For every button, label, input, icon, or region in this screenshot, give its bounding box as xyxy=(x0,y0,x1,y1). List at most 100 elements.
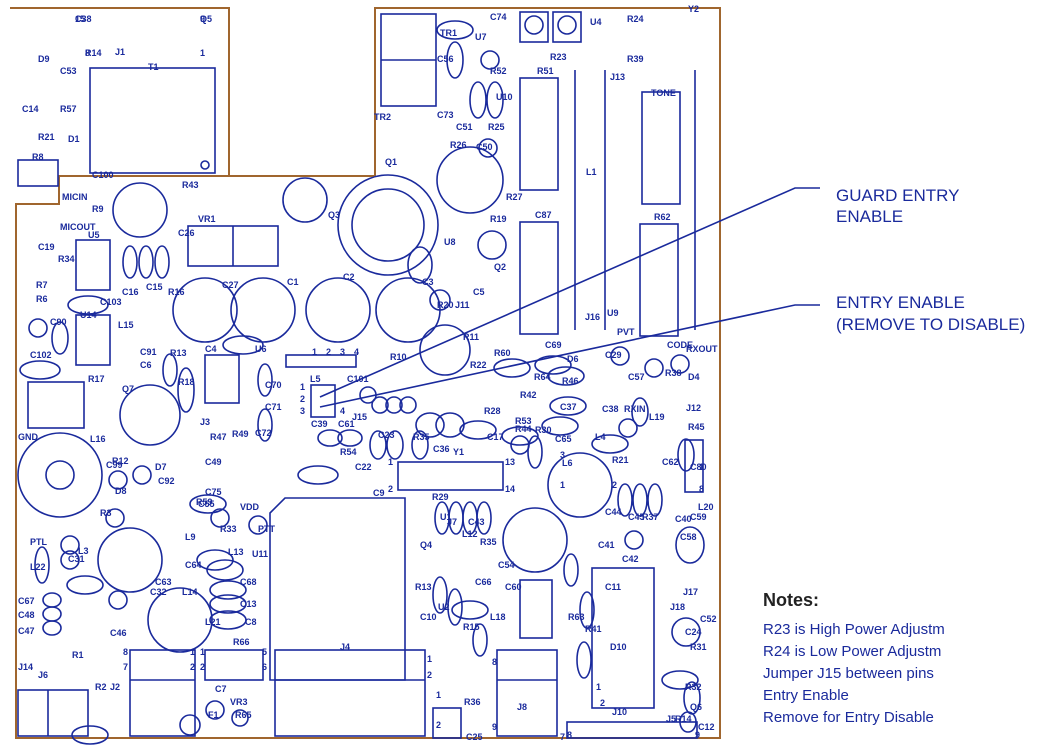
component-label: R36 xyxy=(464,697,481,707)
component-label: C100 xyxy=(92,170,114,180)
component-label: C75 xyxy=(205,487,222,497)
component-label: C60 xyxy=(505,582,522,592)
guard-entry-callout-line-2: ENABLE xyxy=(836,207,903,226)
component-pad xyxy=(154,245,170,279)
component-label: 1 xyxy=(200,48,205,58)
note-line: R24 is Low Power Adjustm xyxy=(763,643,942,660)
component-label: C42 xyxy=(622,554,639,564)
component-pad xyxy=(297,465,339,485)
component-pad xyxy=(337,429,363,447)
component-label: C102 xyxy=(30,350,52,360)
component-label: R2 xyxy=(95,682,107,692)
component-label: Q5 xyxy=(200,14,212,24)
component-label: C40 xyxy=(675,514,692,524)
component-pad xyxy=(257,363,273,397)
pin-label: 2 xyxy=(326,347,331,357)
component-pad xyxy=(632,483,648,517)
pin-label: 2 xyxy=(436,720,441,730)
component-label: C29 xyxy=(605,350,622,360)
component-label: C51 xyxy=(456,122,473,132)
component-label: C55 xyxy=(198,499,215,509)
component-label: L12 xyxy=(462,529,478,539)
component-label: PVT xyxy=(617,327,635,337)
component-label: Q6 xyxy=(690,702,702,712)
component-label: R53 xyxy=(515,416,532,426)
component-label: C90 xyxy=(50,317,67,327)
component-label: R63 xyxy=(568,612,585,622)
component-label: RXOUT xyxy=(686,344,718,354)
component-label: R23 xyxy=(550,52,567,62)
jumper-j15 xyxy=(310,384,336,418)
pin-label: 9 xyxy=(492,722,497,732)
component-label: C56 xyxy=(437,54,454,64)
component-label: R18 xyxy=(178,377,195,387)
pin-label: 7 xyxy=(560,732,565,742)
component-label: VDD xyxy=(240,502,260,512)
component-label: J3 xyxy=(200,417,210,427)
component-pad xyxy=(210,508,230,528)
component-label: C24 xyxy=(685,627,702,637)
component-label: C50 xyxy=(476,142,493,152)
component-pad xyxy=(34,546,50,584)
entry-enable-callout-line-1: ENTRY ENABLE xyxy=(836,293,965,312)
component-label: R24 xyxy=(627,14,644,24)
pin-label: 3 xyxy=(300,406,305,416)
component-label: R12 xyxy=(112,456,129,466)
component-pad xyxy=(670,354,690,374)
component-label: U1 xyxy=(440,512,452,522)
component-pad xyxy=(231,709,249,727)
pin-label: 2 xyxy=(427,670,432,680)
component-pad xyxy=(108,470,128,490)
note-line: Entry Enable xyxy=(763,687,849,704)
component-label: R30 xyxy=(535,425,552,435)
component-label: C72 xyxy=(255,428,272,438)
component-label: C63 xyxy=(155,577,172,587)
component-label: L21 xyxy=(205,617,221,627)
component-label: C6 xyxy=(140,360,152,370)
component-pad xyxy=(71,725,109,745)
component-label: R20 xyxy=(437,300,454,310)
component-label: C1 xyxy=(287,277,299,287)
component-label: R49 xyxy=(232,429,249,439)
component-pad xyxy=(407,246,433,284)
component-pad xyxy=(617,483,633,517)
component-label: R46 xyxy=(562,376,579,386)
component-pad xyxy=(547,366,585,386)
component-label: Q4 xyxy=(420,540,432,550)
component-pad xyxy=(447,588,463,626)
component-pad xyxy=(369,430,387,460)
component-pad xyxy=(138,245,154,279)
component-label: C46 xyxy=(110,628,127,638)
component-pads xyxy=(19,20,705,745)
component-label: J17 xyxy=(683,587,698,597)
component-label: J10 xyxy=(612,707,627,717)
component-label: C49 xyxy=(205,457,222,467)
component-label: MICOUT xyxy=(60,222,96,232)
component-label: C64 xyxy=(185,560,202,570)
component-pad xyxy=(42,592,62,608)
component-label: R42 xyxy=(520,390,537,400)
component-pad xyxy=(501,426,539,446)
component-label: J7 xyxy=(447,517,457,527)
component-label: R15 xyxy=(463,622,480,632)
component-label: C37 xyxy=(560,402,577,412)
component-label: R22 xyxy=(470,360,487,370)
component-label: R65 xyxy=(235,710,252,720)
component-label: C22 xyxy=(355,462,372,472)
component-pad xyxy=(429,289,451,311)
component-label: R11 xyxy=(463,332,479,342)
component-label: J5 xyxy=(666,714,676,724)
component-label: C74 xyxy=(490,12,507,22)
entry-enable-callout-line-2: (REMOVE TO DISABLE) xyxy=(836,315,1025,334)
component-label: J4 xyxy=(340,642,350,652)
component-pad xyxy=(644,358,664,378)
component-label: C13 xyxy=(240,599,257,609)
component-label: C4 xyxy=(205,344,217,354)
component-label: R25 xyxy=(488,122,505,132)
component-pad xyxy=(122,245,138,279)
component-label: R43 xyxy=(182,180,199,190)
component-label: C3 xyxy=(422,277,434,287)
component-label: T1 xyxy=(148,62,159,72)
component-label: U14 xyxy=(80,310,97,320)
